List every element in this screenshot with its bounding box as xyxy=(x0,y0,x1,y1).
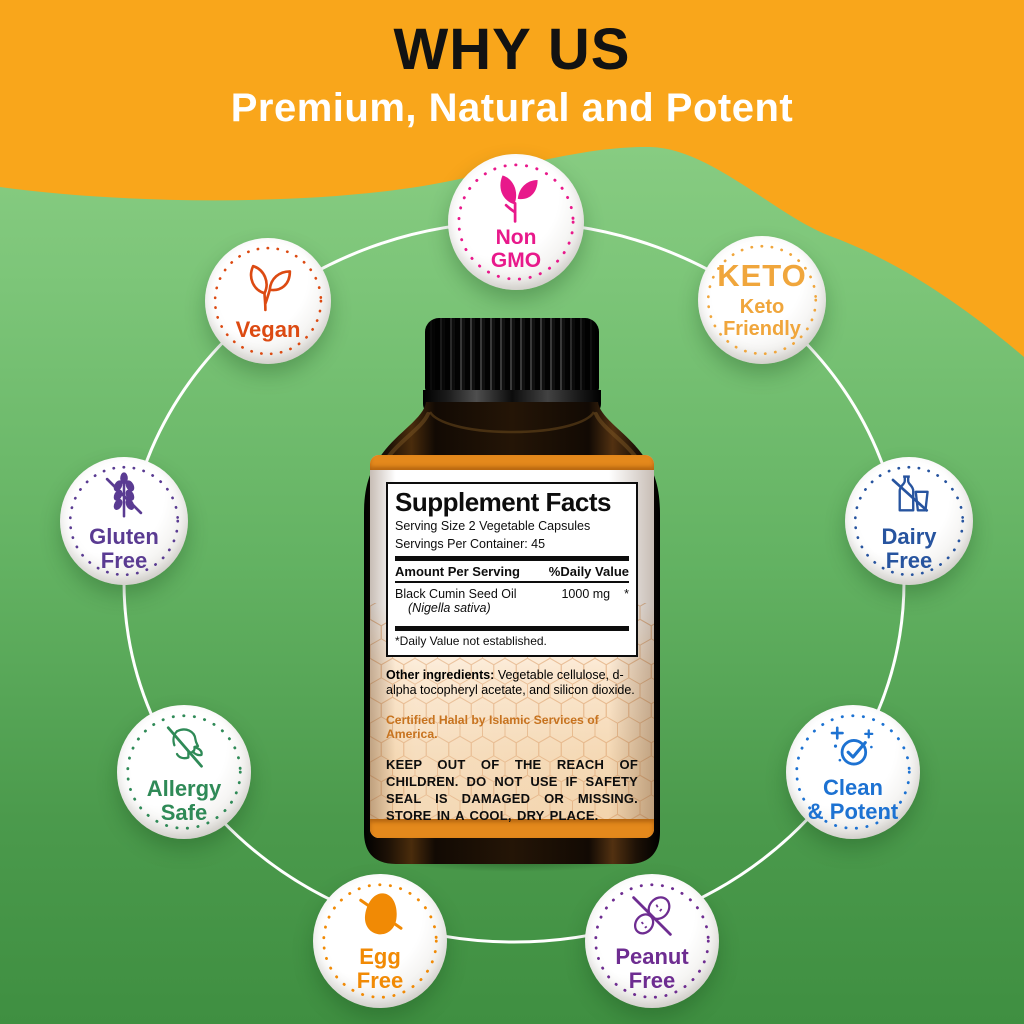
header-wave-shape xyxy=(0,0,1024,357)
other-ingredients: Other ingredients: Vegetable cellulose, … xyxy=(386,668,638,699)
dv-asterisk: * xyxy=(624,586,629,601)
bottle-cap xyxy=(425,318,599,392)
bottle-neck-ring xyxy=(428,411,596,434)
badge-label: Allergy Safe xyxy=(146,776,222,825)
divider-thick xyxy=(395,555,629,561)
facts-column-headers: Amount Per Serving %Daily Value xyxy=(395,561,629,583)
dotted-ring xyxy=(853,465,965,577)
other-ingredients-label: Other ingredients: xyxy=(386,667,495,682)
servings-per-container: Servings Per Container: 45 xyxy=(395,536,546,551)
sneeze-crossed-icon xyxy=(166,726,203,768)
dotted-ring xyxy=(68,465,180,577)
ingredient-main: Black Cumin Seed Oil xyxy=(395,586,517,601)
egg-crossed-icon xyxy=(359,893,403,935)
milk-crossed-icon xyxy=(891,475,929,512)
wheat-crossed-icon xyxy=(105,472,143,518)
divider-thick-2 xyxy=(395,625,629,631)
sparkle-check-icon xyxy=(830,726,874,766)
badge-peanut-free: Peanut Free xyxy=(585,874,719,1008)
facts-title: Supplement Facts xyxy=(395,487,611,517)
other-ingredients-text: Vegetable cellulose, d-alpha tocopheryl … xyxy=(386,667,635,698)
serving-size: Serving Size 2 Vegetable Capsules xyxy=(395,518,591,533)
amount-value: 1000 mg xyxy=(561,586,611,601)
dotted-ring xyxy=(594,883,710,999)
dotted-ring xyxy=(322,883,438,999)
badge-allergy-safe: Allergy Safe xyxy=(117,705,251,839)
badge-label: Clean & Potent xyxy=(807,775,899,824)
halal-certification: Certified Halal by Islamic Services of A… xyxy=(386,712,599,742)
label-content: Supplement Facts Serving Size 2 Vegetabl… xyxy=(370,482,654,825)
dotted-ring xyxy=(795,714,911,830)
leaf-outline-icon xyxy=(249,264,292,312)
label-band-top xyxy=(370,455,654,470)
badge-keto: KETO Keto Friendly xyxy=(698,236,826,364)
badge-label: Egg Free xyxy=(356,944,404,993)
dotted-ring xyxy=(706,244,818,356)
warning-text: KEEP OUT OF THE REACH OF CHILDREN. DO NO… xyxy=(386,757,638,823)
badge-non-gmo: Non GMO xyxy=(448,154,584,290)
badge-dairy-free: Dairy Free xyxy=(845,457,973,585)
badge-label: Keto Friendly xyxy=(723,295,801,340)
badge-label: Peanut Free xyxy=(615,944,689,993)
col-amount-per-serving: Amount Per Serving xyxy=(395,563,520,579)
keto-wordmark: KETO xyxy=(717,257,807,293)
badge-egg-free: Egg Free xyxy=(313,874,447,1008)
dotted-ring xyxy=(457,163,575,281)
ingredient-row: Black Cumin Seed Oil (Nigella sativa) 10… xyxy=(395,583,629,622)
leaf-sprout-icon xyxy=(500,175,538,224)
peanut-crossed-icon xyxy=(632,896,672,937)
supplement-facts-panel: Supplement Facts Serving Size 2 Vegetabl… xyxy=(386,482,638,657)
badge-label: Vegan xyxy=(235,317,301,343)
badge-label: Gluten Free xyxy=(89,524,159,573)
label-band-bottom xyxy=(370,819,654,838)
bottle-shoulder-highlight xyxy=(384,412,430,462)
badge-label: Dairy Free xyxy=(881,524,937,573)
facts-footnote: *Daily Value not established. xyxy=(395,633,547,648)
ingredient-latin: (Nigella sativa) xyxy=(408,600,491,615)
badge-gluten-free: Gluten Free xyxy=(60,457,188,585)
badge-clean-potent: Clean & Potent xyxy=(786,705,920,839)
page-subtitle: Premium, Natural and Potent xyxy=(230,86,794,130)
dotted-ring xyxy=(213,246,323,356)
ingredient-amount: 1000 mg * xyxy=(561,587,629,615)
page-title: WHY US xyxy=(393,17,631,82)
badge-vegan: Vegan xyxy=(205,238,331,364)
bottle-shoulder-highlight-right xyxy=(594,412,640,462)
badge-label: Non GMO xyxy=(490,226,542,272)
ingredient-name: Black Cumin Seed Oil (Nigella sativa) xyxy=(395,587,517,615)
dotted-ring xyxy=(126,714,242,830)
col-daily-value: %Daily Value xyxy=(548,563,629,579)
bottle-label: Supplement Facts Serving Size 2 Vegetabl… xyxy=(370,455,654,838)
header-wave-path xyxy=(0,0,1024,357)
